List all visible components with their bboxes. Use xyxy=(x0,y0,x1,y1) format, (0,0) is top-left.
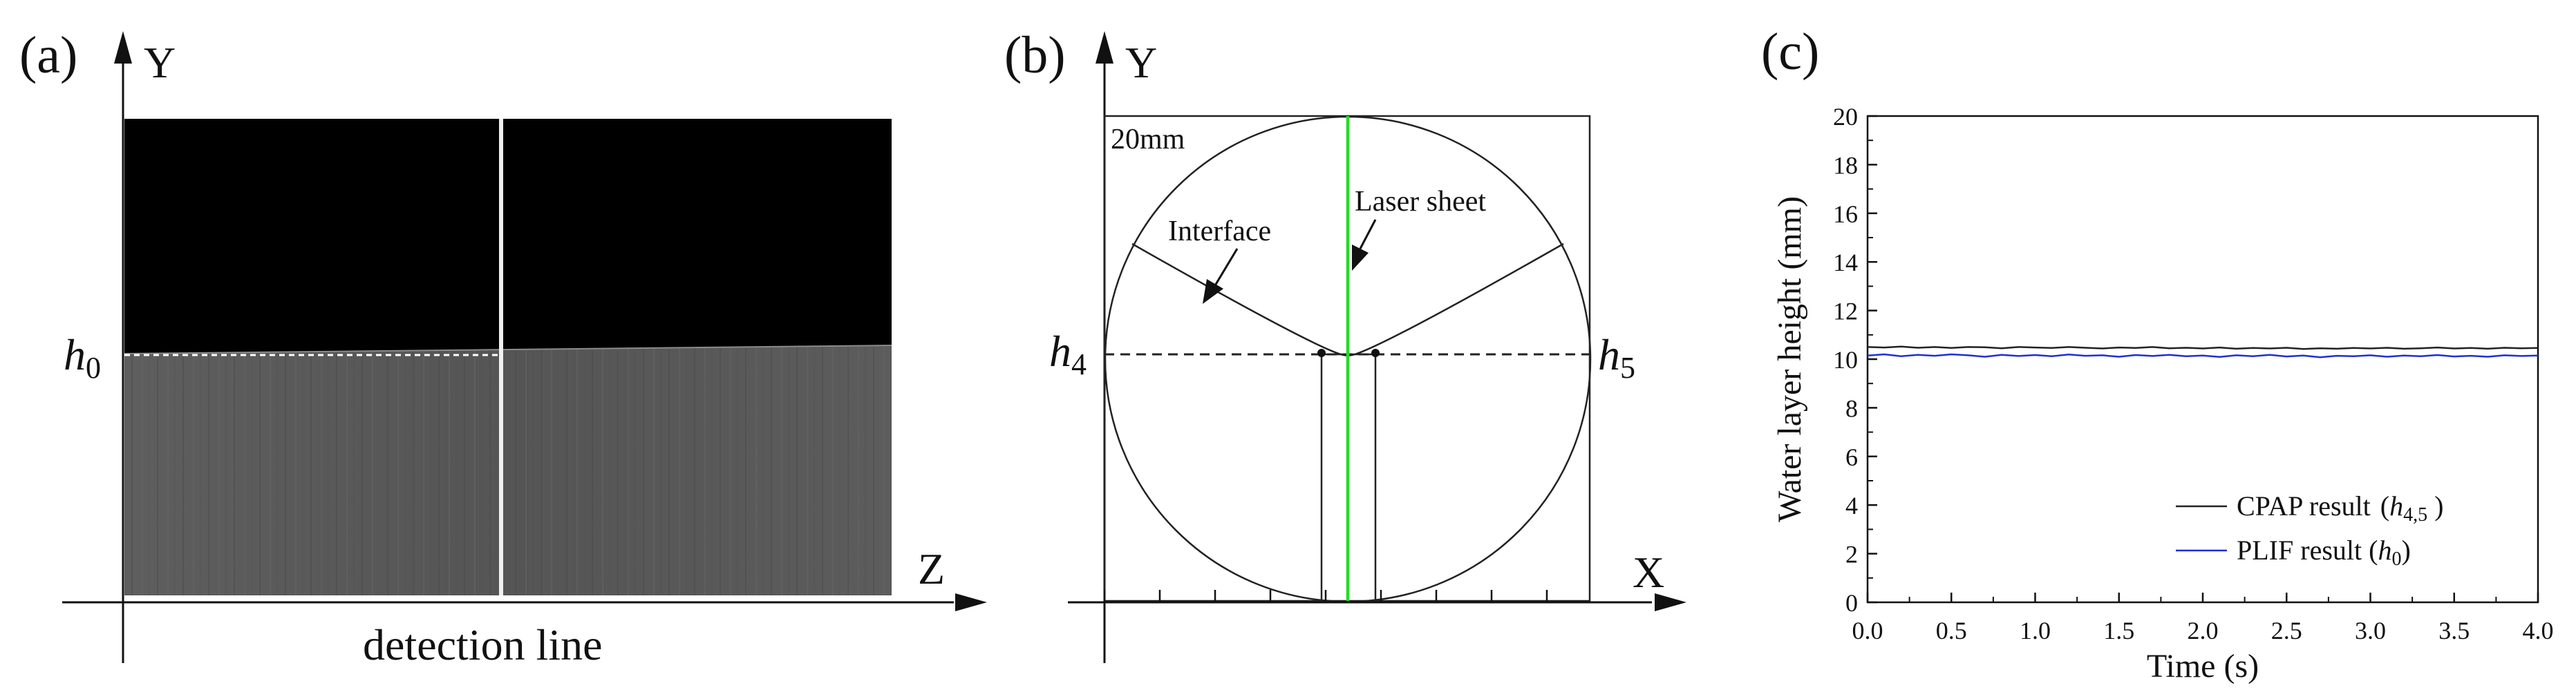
panel-b-interface-label: Interface xyxy=(1168,216,1271,247)
chart-x-tick-label: 2.5 xyxy=(2271,617,2302,644)
panel-b-y-arrow xyxy=(1096,31,1113,64)
chart-x-tick-label: 1.0 xyxy=(2020,617,2051,644)
panel-a-detection-label: detection line xyxy=(363,620,603,669)
panel-b-y-label: Y xyxy=(1125,38,1157,87)
panel-a-h0-label: h0 xyxy=(64,330,101,385)
chart-series-group xyxy=(1867,345,2539,358)
chart-y-tick-label: 10 xyxy=(1833,346,1858,374)
chart-y-tick-label: 8 xyxy=(1845,394,1858,422)
panel-b-h4-label: h4 xyxy=(1049,327,1087,381)
chart-x-tick-label: 0.0 xyxy=(1852,617,1883,644)
panel-c-label: (c) xyxy=(1761,23,1819,81)
panel-b-interface-arrow-line xyxy=(1211,248,1239,291)
panel-a-z-arrow xyxy=(955,593,987,611)
panel-b-x-ticks xyxy=(1103,590,1548,602)
panel-a-y-label: Y xyxy=(144,38,176,87)
chart-y-tick-label: 2 xyxy=(1845,541,1858,568)
panel-b-h5-label: h5 xyxy=(1598,330,1635,385)
panel-b-x-label: X xyxy=(1633,548,1664,597)
panel-b: (b) Y 20mm Interface Laser sheet h4 h5 xyxy=(1004,26,1686,663)
panel-b-label: (b) xyxy=(1004,26,1066,84)
panel-c: (c) 0.0 0.5 1.0 1.5 2.0 2.5 3.0 3.5 4.0 0 2 4 6 8 10 1… xyxy=(1761,23,2554,684)
panel-b-scale-label: 20mm xyxy=(1111,124,1185,155)
chart-series-line-1 xyxy=(1867,353,2539,358)
chart-x-tick-label: 2.0 xyxy=(2188,617,2219,644)
panel-b-laser-arrowhead xyxy=(1352,245,1369,271)
legend-label-cpap: CPAP result(h4,5 ) xyxy=(2237,490,2443,526)
panel-a-interface xyxy=(124,345,892,354)
panel-b-laser-arrow-line xyxy=(1359,219,1377,249)
chart-legend: CPAP result(h4,5 ) PLIF result(h0) xyxy=(2176,490,2443,570)
chart-plot-frame xyxy=(1866,115,2539,604)
chart-y-ticks: 0 2 4 6 8 10 12 14 16 18 20 xyxy=(1833,103,1877,617)
chart-x-axis-label: Time (s) xyxy=(2147,648,2259,684)
chart-x-tick-label: 1.5 xyxy=(2103,617,2134,644)
panel-a-z-label: Z xyxy=(918,544,945,593)
chart-x-ticks: 0.0 0.5 1.0 1.5 2.0 2.5 3.0 3.5 4.0 xyxy=(1852,593,2554,644)
chart-y-tick-label: 20 xyxy=(1833,103,1858,131)
chart-series-line-0 xyxy=(1867,345,2539,350)
chart-y-tick-label: 4 xyxy=(1845,492,1858,519)
panel-a-image-texture xyxy=(124,345,892,595)
chart-x-tick-label: 0.5 xyxy=(1936,617,1967,644)
chart-y-tick-label: 14 xyxy=(1833,249,1858,276)
panel-b-x-arrow xyxy=(1655,593,1686,611)
panel-b-probe-dot-left xyxy=(1317,349,1326,357)
legend-label-plif: PLIF result(h0) xyxy=(2237,535,2411,570)
panel-a-label: (a) xyxy=(19,26,77,84)
chart-x-tick-label: 3.5 xyxy=(2438,617,2470,644)
chart-y-axis-label: Water layer height (mm) xyxy=(1771,196,1808,522)
chart-y-tick-label: 12 xyxy=(1833,298,1858,325)
panel-b-laser-label: Laser sheet xyxy=(1355,186,1486,218)
panel-a-y-arrow xyxy=(114,31,132,64)
chart-y-tick-label: 18 xyxy=(1833,151,1858,179)
panel-b-interface-arrowhead xyxy=(1203,279,1223,304)
chart-y-tick-label: 6 xyxy=(1845,443,1858,471)
chart-y-tick-label: 16 xyxy=(1833,200,1858,228)
chart-x-tick-label: 4.0 xyxy=(2523,617,2554,644)
panel-b-probe-dot-right xyxy=(1371,349,1380,357)
chart-y-tick-label: 0 xyxy=(1845,589,1858,617)
chart-x-tick-label: 3.0 xyxy=(2355,617,2386,644)
panel-a: (a) Y h0 Z detection line xyxy=(19,26,987,669)
